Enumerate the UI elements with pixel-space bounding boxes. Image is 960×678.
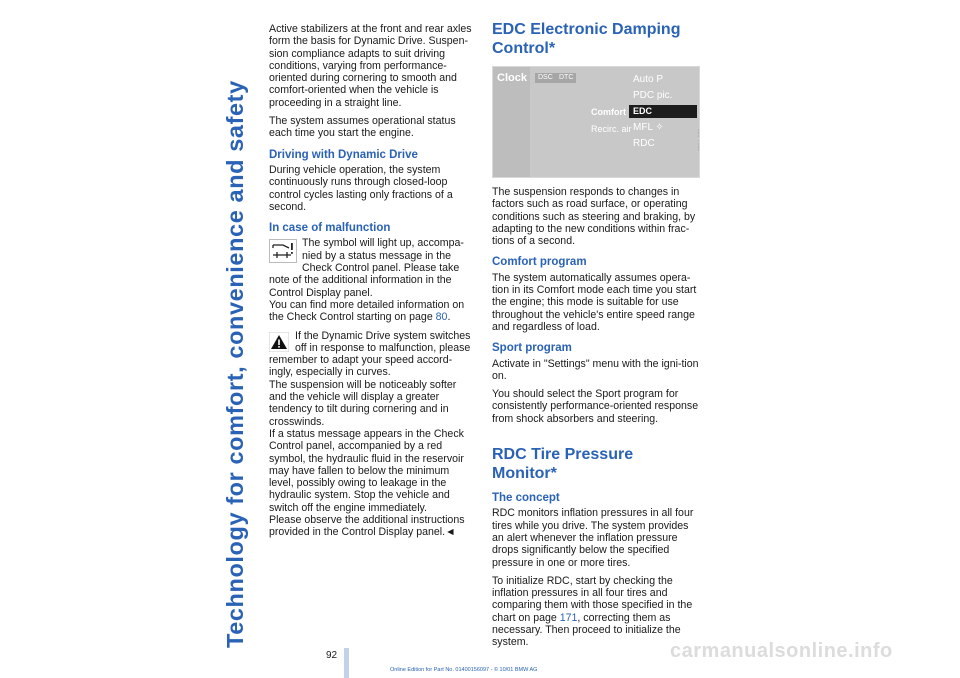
paragraph: The symbol will light up, accompa-nied b… — [269, 237, 464, 299]
heading-concept: The concept — [492, 492, 560, 505]
paragraph: Please observe the additional instructio… — [269, 513, 465, 539]
heading-comfort: Comfort program — [492, 256, 587, 269]
paragraph: RDC monitors inflation pressures in all … — [492, 507, 694, 569]
screen-menu-item: Auto P — [633, 74, 664, 85]
paragraph: Active stabilizers at the front and rear… — [269, 23, 472, 109]
screen-menu-item: PDC pic. — [633, 90, 673, 101]
right-column: EDC Electronic Damping Control* — [492, 20, 700, 58]
paragraph: Activate in "Settings" menu with the ign… — [492, 357, 699, 382]
paragraph: The suspension will be noticeably softer… — [269, 378, 457, 428]
heading-driving: Driving with Dynamic Drive — [269, 148, 418, 161]
paragraph-page-ref: You can find more detailed information o… — [269, 298, 465, 324]
dynamic-drive-warning-icon — [269, 239, 297, 264]
page-link-80[interactable]: 80 — [435, 311, 448, 324]
screen-menu-item: MFL ✧ — [633, 122, 664, 133]
paragraph: If a status message appears in the Check… — [269, 427, 464, 514]
screen-tab-dtc: DTC — [556, 73, 577, 83]
image-reference-code: 360de033 — [698, 129, 699, 151]
paragraph: The system assumes operational status ea… — [269, 115, 456, 140]
paragraph: The system automatically assumes opera-t… — [492, 271, 697, 333]
footer-edition: Online Edition for Part No. 01400156097 … — [390, 667, 538, 673]
screen-clock-label: Clock — [497, 72, 527, 84]
heading-edc: EDC Electronic Damping Control* — [492, 21, 681, 57]
paragraph: You should select the Sport program for … — [492, 388, 699, 425]
paragraph: If the Dynamic Drive system switches off… — [269, 329, 471, 379]
page-number: 92 — [326, 650, 338, 661]
warning-triangle-icon — [268, 331, 290, 353]
screen-sidebar — [493, 67, 530, 177]
right-column-body: The suspension responds to changes in fa… — [492, 186, 700, 655]
screen-menu-item: RDC — [633, 138, 655, 149]
control-display-screenshot: Clock DSC DTC Auto P PDC pic. EDC MFL ✧ … — [492, 66, 700, 178]
heading-malfunction: In case of malfunction — [269, 222, 391, 235]
paragraph: The suspension responds to changes in fa… — [492, 186, 696, 248]
screen-comfort-label: Comfort — [591, 107, 626, 117]
heading-rdc: RDC Tire Pressure Monitor* — [492, 446, 634, 483]
page-number-bar — [344, 648, 349, 678]
sidebar-section-title: Technology for comfort, convenience and … — [222, 80, 248, 648]
paragraph: During vehicle operation, the system con… — [269, 163, 453, 213]
watermark: carmanualsonline.info — [670, 640, 893, 662]
page-link-171[interactable]: 171 — [559, 611, 578, 624]
screen-menu-selected: EDC — [629, 105, 697, 118]
screen-tab-dsc: DSC — [535, 73, 556, 83]
left-column: Active stabilizers at the front and rear… — [268, 23, 473, 539]
screen-recirc-label: Recirc. air — [591, 124, 632, 134]
paragraph-page-ref: To initialize RDC, start by checking the… — [492, 574, 693, 649]
heading-sport: Sport program — [492, 342, 572, 355]
